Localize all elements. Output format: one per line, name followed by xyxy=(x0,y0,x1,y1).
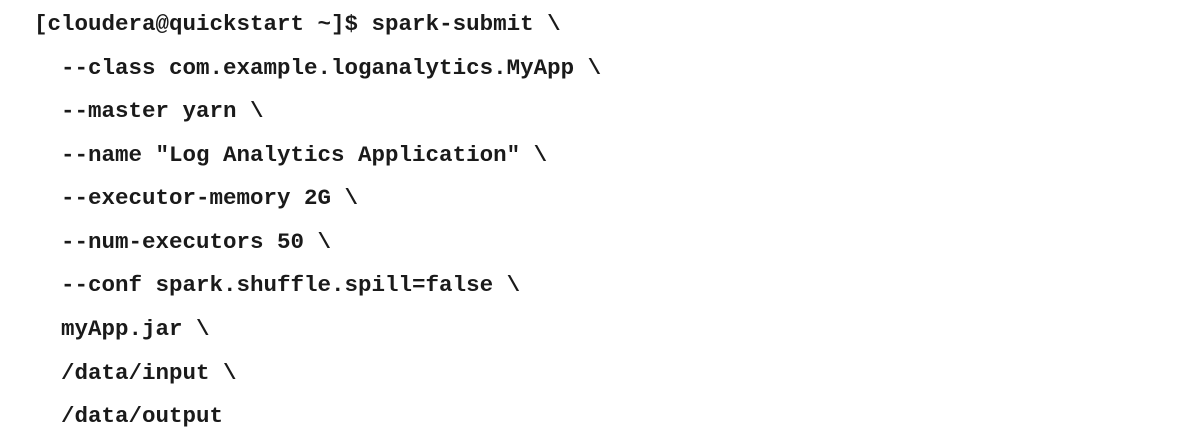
command-line-jar: myApp.jar \ xyxy=(61,316,210,342)
command-line-executor-memory: --executor-memory 2G \ xyxy=(61,185,359,211)
command-line-prompt: [cloudera@quickstart ~]$ spark-submit \ xyxy=(34,11,561,37)
command-line-name: --name "Log Analytics Application" \ xyxy=(61,142,548,168)
command-line-input-path: /data/input \ xyxy=(61,360,237,386)
command-line-conf: --conf spark.shuffle.spill=false \ xyxy=(61,272,521,298)
command-line-master: --master yarn \ xyxy=(61,98,264,124)
command-line-output-path: /data/output xyxy=(61,403,224,429)
command-line-num-executors: --num-executors 50 \ xyxy=(61,229,332,255)
command-line-class: --class com.example.loganalytics.MyApp \ xyxy=(61,55,602,81)
